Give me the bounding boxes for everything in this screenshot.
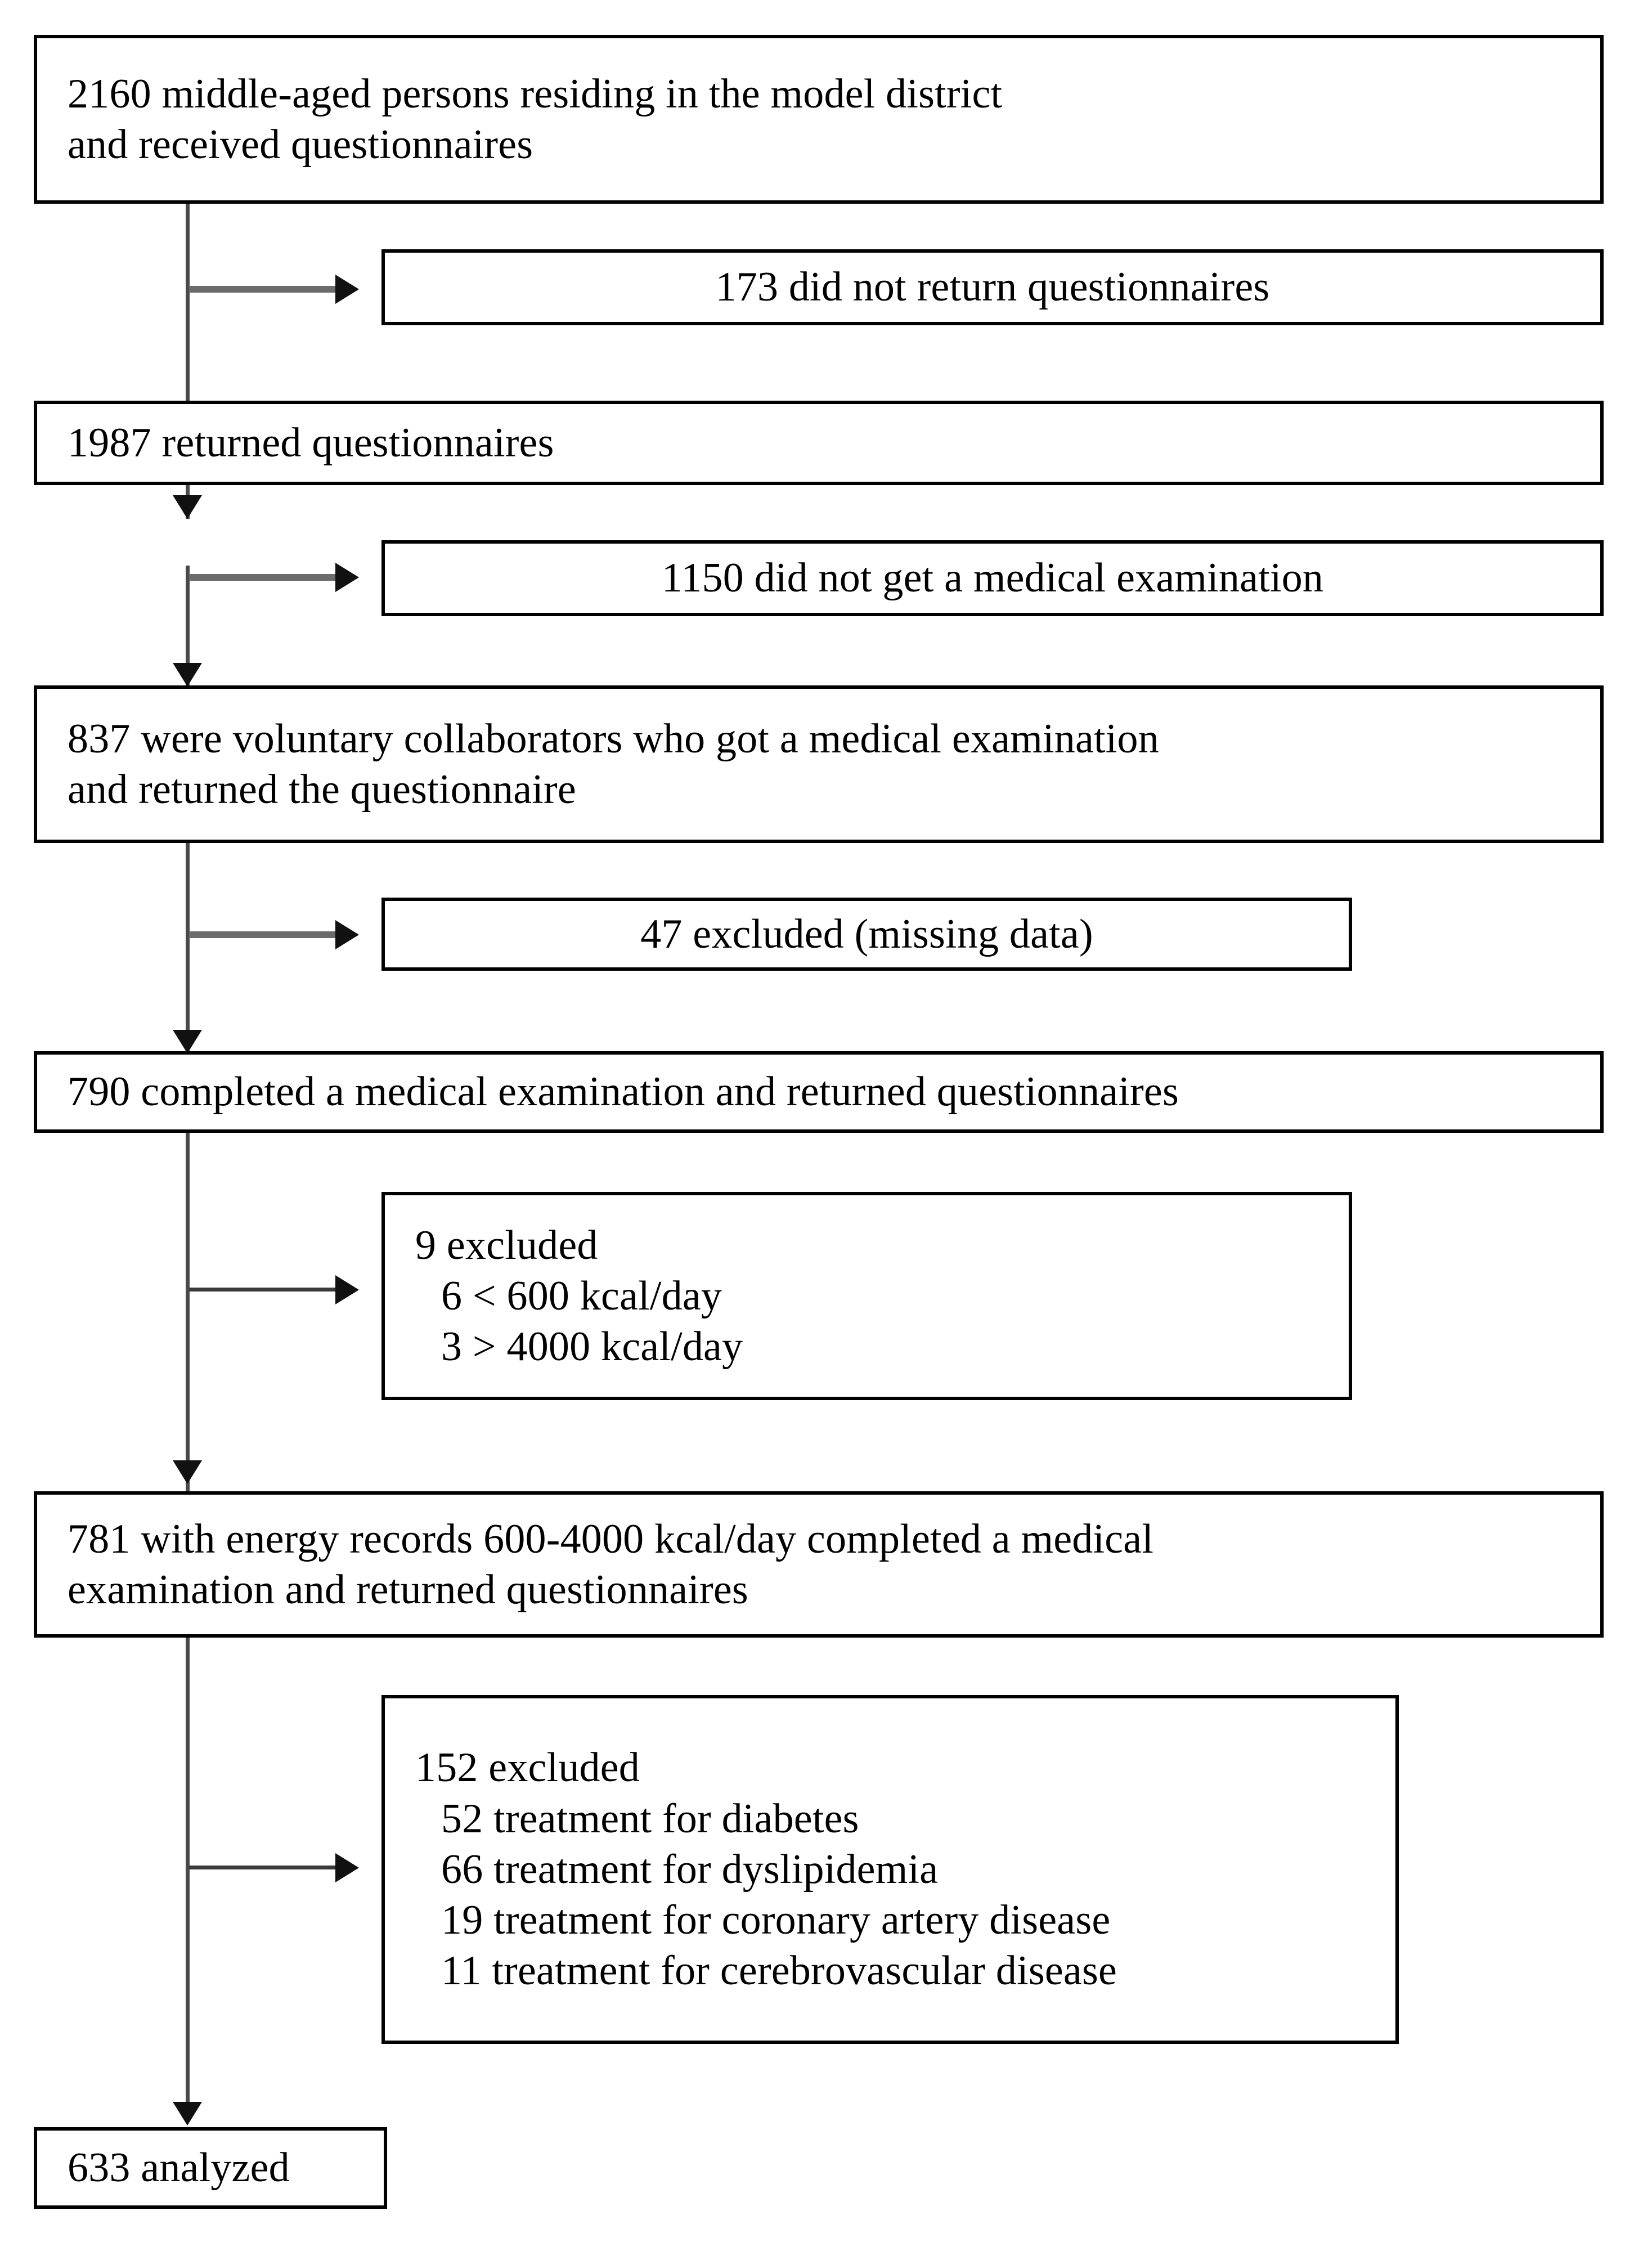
branch-connector-missing-data [189,931,341,938]
node-voluntary-line-2: and returned the questionnaire [68,766,576,813]
node-enrolled-line-1: 2160 middle-aged persons residing in the… [68,70,1003,117]
node-no-exam: 1150 did not get a medical examination [381,540,1604,616]
node-energy-excluded-line-1: 6 < 600 kcal/day [441,1272,722,1319]
branch-connector-energy-excluded [189,1288,344,1292]
node-treatment-excluded-line-3: 19 treatment for coronary artery disease [441,1897,1111,1944]
node-completed-line-1: 790 completed a medical examination and … [68,1069,1179,1115]
node-energy-records-line-1: 781 with energy records 600-4000 kcal/da… [68,1515,1154,1562]
arrowhead-energy-excluded [335,1275,359,1304]
node-returned: 1987 returned questionnaires [34,401,1604,485]
node-voluntary: 837 were voluntary collaborators who got… [34,685,1604,843]
node-energy-records-line-2: examination and returned questionnaires [68,1567,748,1613]
node-enrolled: 2160 middle-aged persons residing in the… [34,35,1604,204]
node-treatment-excluded-header: 152 excluded [415,1745,640,1791]
node-voluntary-line-1: 837 were voluntary collaborators who got… [68,715,1159,762]
node-returned-line-1: 1987 returned questionnaires [68,419,554,466]
arrowhead-no-return [335,275,359,304]
node-treatment-excluded-line-1: 52 treatment for diabetes [441,1795,859,1842]
node-treatment-excluded-line-2: 66 treatment for dyslipidemia [441,1846,939,1893]
node-treatment-excluded-line-4: 11 treatment for cerebrovascular disease [441,1948,1117,1994]
node-energy-excluded-line-2: 3 > 4000 kcal/day [441,1324,743,1370]
node-no-return: 173 did not return questionnaires [381,249,1604,325]
arrowhead-treatment-excluded [335,1853,359,1882]
arrowhead-to-completed [173,1030,202,1053]
node-no-exam-line-1: 1150 did not get a medical examination [661,555,1324,602]
branch-connector-no-exam [189,574,341,581]
arrowhead-to-returned [173,495,202,519]
connector-completed-to-energy [186,1133,190,1496]
node-analyzed: 633 analyzed [34,2127,387,2209]
connector-voluntary-to-completed [186,843,190,1079]
arrowhead-to-analyzed [173,2102,202,2126]
node-enrolled-line-2: and received questionnaires [68,122,533,168]
node-missing-data: 47 excluded (missing data) [381,898,1352,971]
connector-enrolled-to-returned [186,204,190,519]
arrowhead-to-energy [173,1460,202,1484]
node-no-return-line-1: 173 did not return questionnaires [715,264,1270,311]
connector-energy-to-analyzed [186,1638,190,2122]
node-treatment-excluded: 152 excluded 52 treatment for diabetes 6… [381,1695,1399,2044]
arrowhead-to-voluntary [173,663,202,687]
arrowhead-no-exam [335,563,359,592]
node-analyzed-line-1: 633 analyzed [68,2145,290,2191]
node-energy-records: 781 with energy records 600-4000 kcal/da… [34,1491,1604,1638]
branch-connector-treatment-excluded [189,1866,344,1869]
node-missing-data-line-1: 47 excluded (missing data) [640,911,1093,957]
branch-connector-no-return [189,286,341,293]
arrowhead-missing-data [335,920,359,949]
node-completed: 790 completed a medical examination and … [34,1051,1604,1133]
node-energy-excluded: 9 excluded 6 < 600 kcal/day 3 > 4000 kca… [381,1192,1352,1400]
node-energy-excluded-header: 9 excluded [415,1222,598,1268]
